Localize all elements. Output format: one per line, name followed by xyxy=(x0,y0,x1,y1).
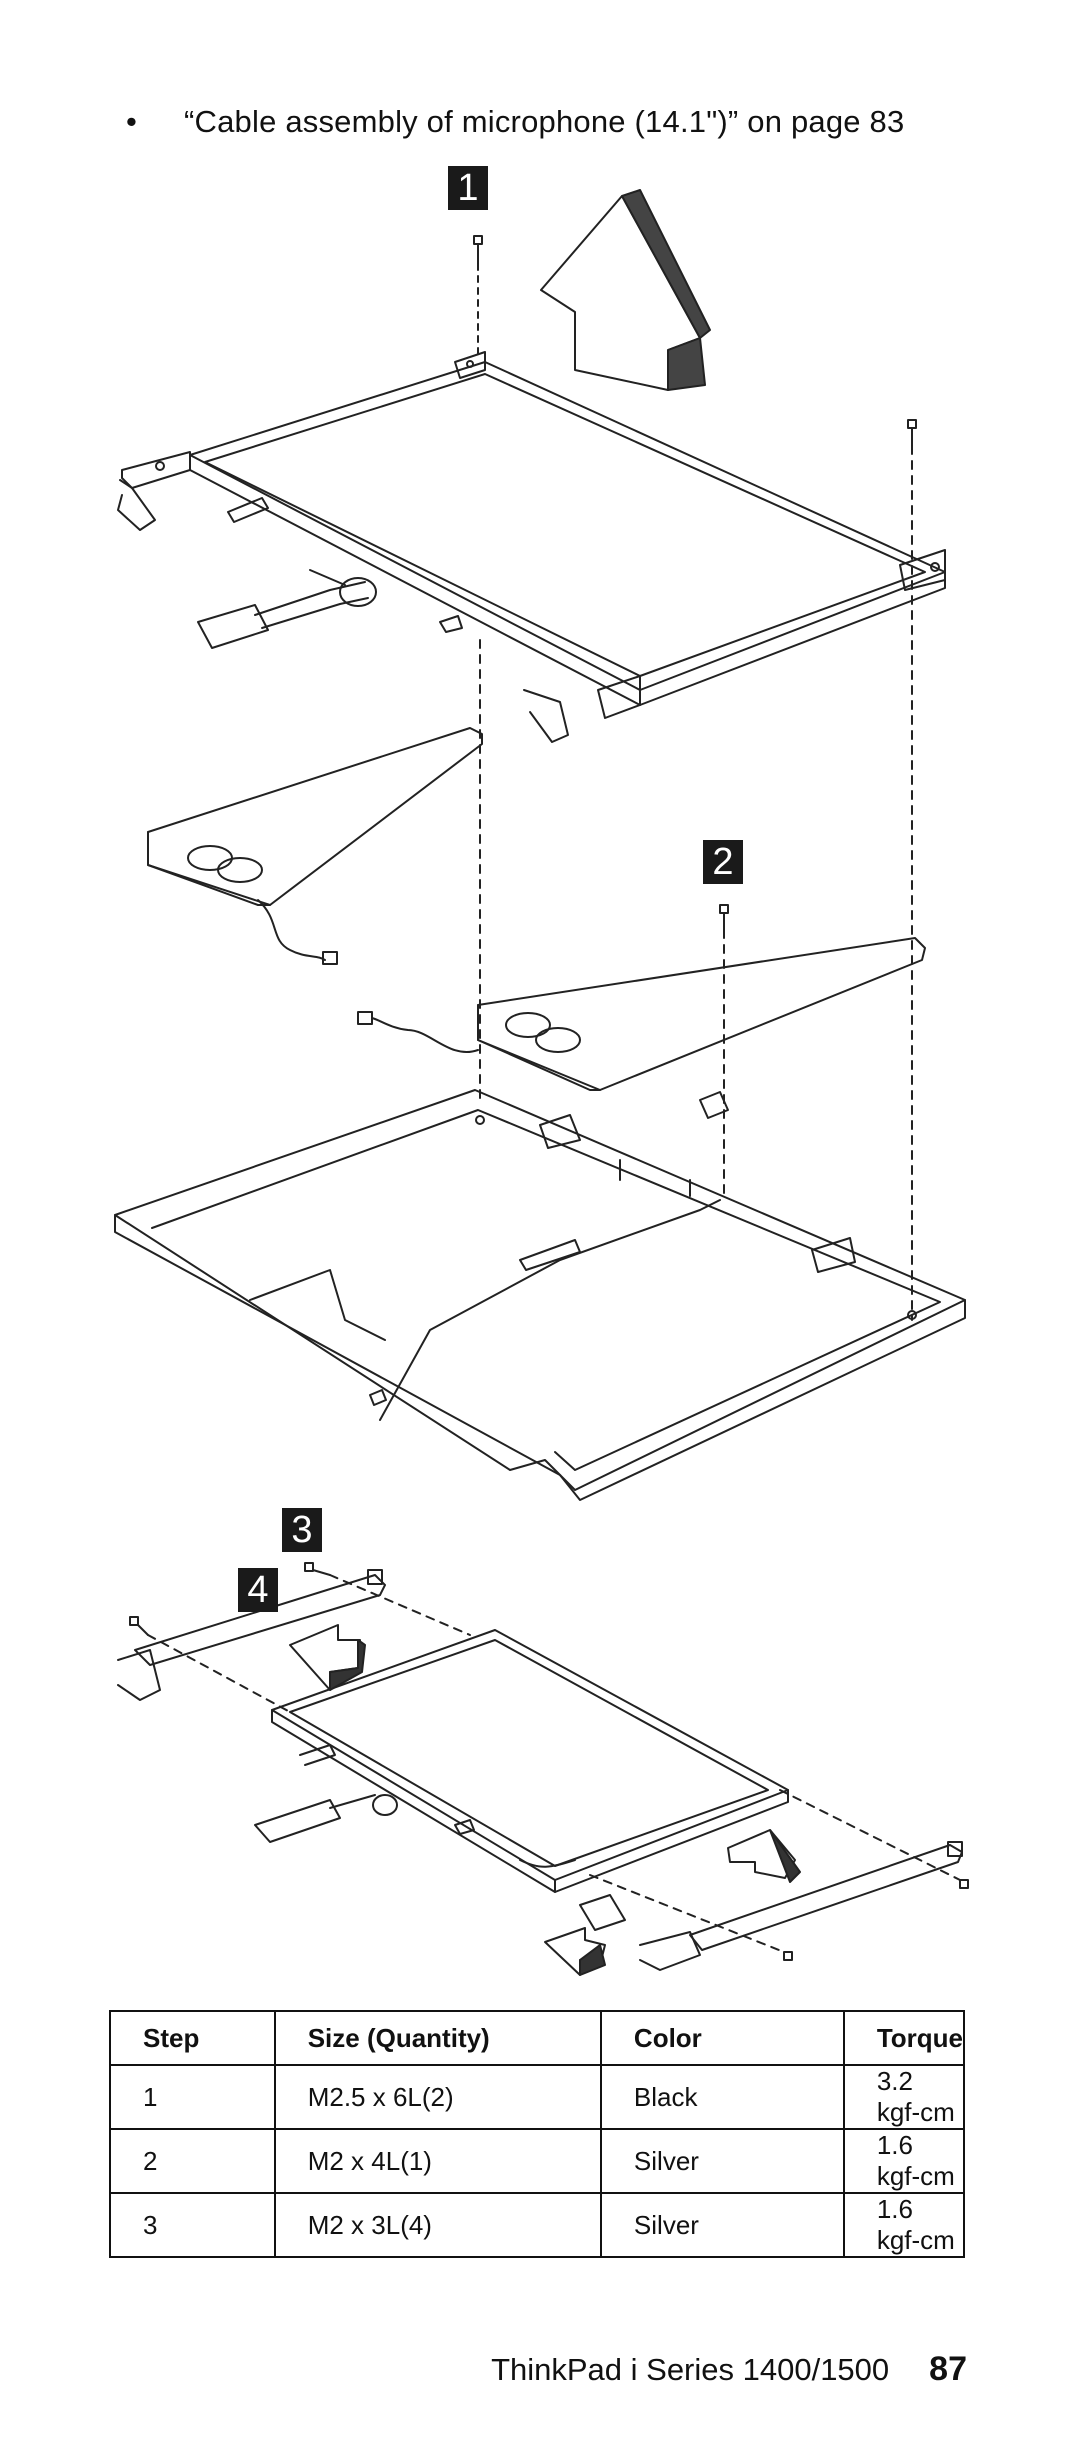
lcd-panel-top xyxy=(117,351,946,743)
column-header-torque: Torque xyxy=(842,2010,966,2066)
table-header-row: Step Size (Quantity) Color Torque xyxy=(109,2010,966,2066)
column-header-color: Color xyxy=(599,2010,845,2066)
cell-step: 3 xyxy=(109,2192,276,2258)
hinge-bracket-right xyxy=(579,1841,963,1971)
callout-4: 4 xyxy=(238,1568,278,1612)
cell-step: 1 xyxy=(109,2064,276,2130)
front-cover-frame xyxy=(114,1089,966,1501)
speaker-bracket-right xyxy=(357,937,926,1119)
cell-torque: 3.2 kgf-cm xyxy=(842,2064,966,2130)
cell-size: M2 x 4L(1) xyxy=(273,2128,602,2194)
arrow-icon xyxy=(289,1624,801,1976)
page-footer: ThinkPad i Series 1400/1500 87 xyxy=(491,2350,967,2389)
up-arrow-icon xyxy=(540,189,711,391)
cell-size: M2.5 x 6L(2) xyxy=(273,2064,602,2130)
callout-3: 3 xyxy=(282,1508,322,1552)
page-number: 87 xyxy=(929,2350,967,2388)
bullet-item: • “Cable assembly of microphone (14.1")” … xyxy=(126,104,904,140)
lcd-panel-bottom xyxy=(254,1629,789,1893)
column-header-step: Step xyxy=(109,2010,276,2066)
hinge-bracket-left xyxy=(117,1569,386,1701)
exploded-assembly-diagram xyxy=(114,189,969,1976)
screw-spec-table: Step Size (Quantity) Color Torque 1 M2.5… xyxy=(109,2010,966,2258)
screw-icon xyxy=(473,235,917,447)
cell-color: Black xyxy=(599,2064,845,2130)
cell-size: M2 x 3L(4) xyxy=(273,2192,602,2258)
screw-icon xyxy=(719,904,729,931)
cell-color: Silver xyxy=(599,2192,845,2258)
screw-icon xyxy=(129,1562,969,1961)
cell-color: Silver xyxy=(599,2128,845,2194)
bullet-text: “Cable assembly of microphone (14.1")” o… xyxy=(184,104,905,139)
column-header-size: Size (Quantity) xyxy=(273,2010,602,2066)
table-row: 1 M2.5 x 6L(2) Black 3.2 kgf-cm xyxy=(109,2064,966,2130)
callout-2: 2 xyxy=(703,840,743,884)
cell-torque: 1.6 kgf-cm xyxy=(842,2192,966,2258)
cell-torque: 1.6 kgf-cm xyxy=(842,2128,966,2194)
table-row: 2 M2 x 4L(1) Silver 1.6 kgf-cm xyxy=(109,2128,966,2194)
cell-step: 2 xyxy=(109,2128,276,2194)
bullet-symbol: • xyxy=(126,104,138,139)
speaker-bracket-left xyxy=(147,727,483,965)
callout-1: 1 xyxy=(448,166,488,210)
table-row: 3 M2 x 3L(4) Silver 1.6 kgf-cm xyxy=(109,2192,966,2258)
footer-title: ThinkPad i Series 1400/1500 xyxy=(491,2352,890,2387)
